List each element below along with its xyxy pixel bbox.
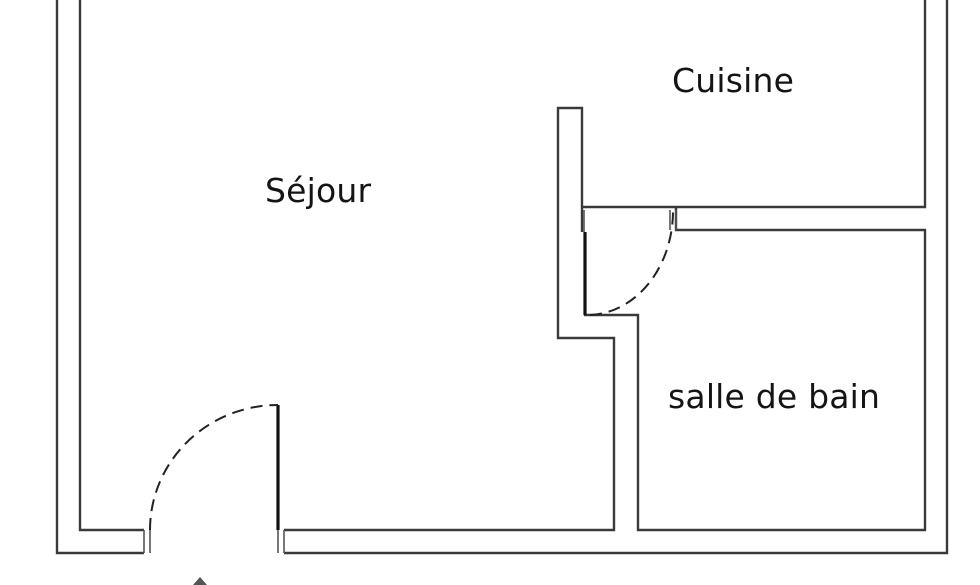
room-label-salle-de-bain: salle de bain: [668, 377, 881, 416]
sejour-walls: [78, 0, 616, 532]
bathroom-door-jambs: [583, 210, 677, 232]
outer-wall: [55, 0, 949, 555]
bathroom-walls: [584, 207, 927, 532]
room-label-cuisine: Cuisine: [672, 61, 795, 100]
bathroom-door[interactable]: [583, 209, 675, 316]
entrance-door-swing-arc: [149, 404, 279, 531]
cuisine-walls: [580, 0, 927, 232]
bathroom-door-swing-arc: [589, 209, 675, 316]
entrance-door[interactable]: [149, 404, 280, 531]
entrance-arrow-icon: [193, 577, 207, 585]
entrance-door-jambs: [143, 530, 285, 553]
room-label-sejour: Séjour: [265, 171, 372, 210]
